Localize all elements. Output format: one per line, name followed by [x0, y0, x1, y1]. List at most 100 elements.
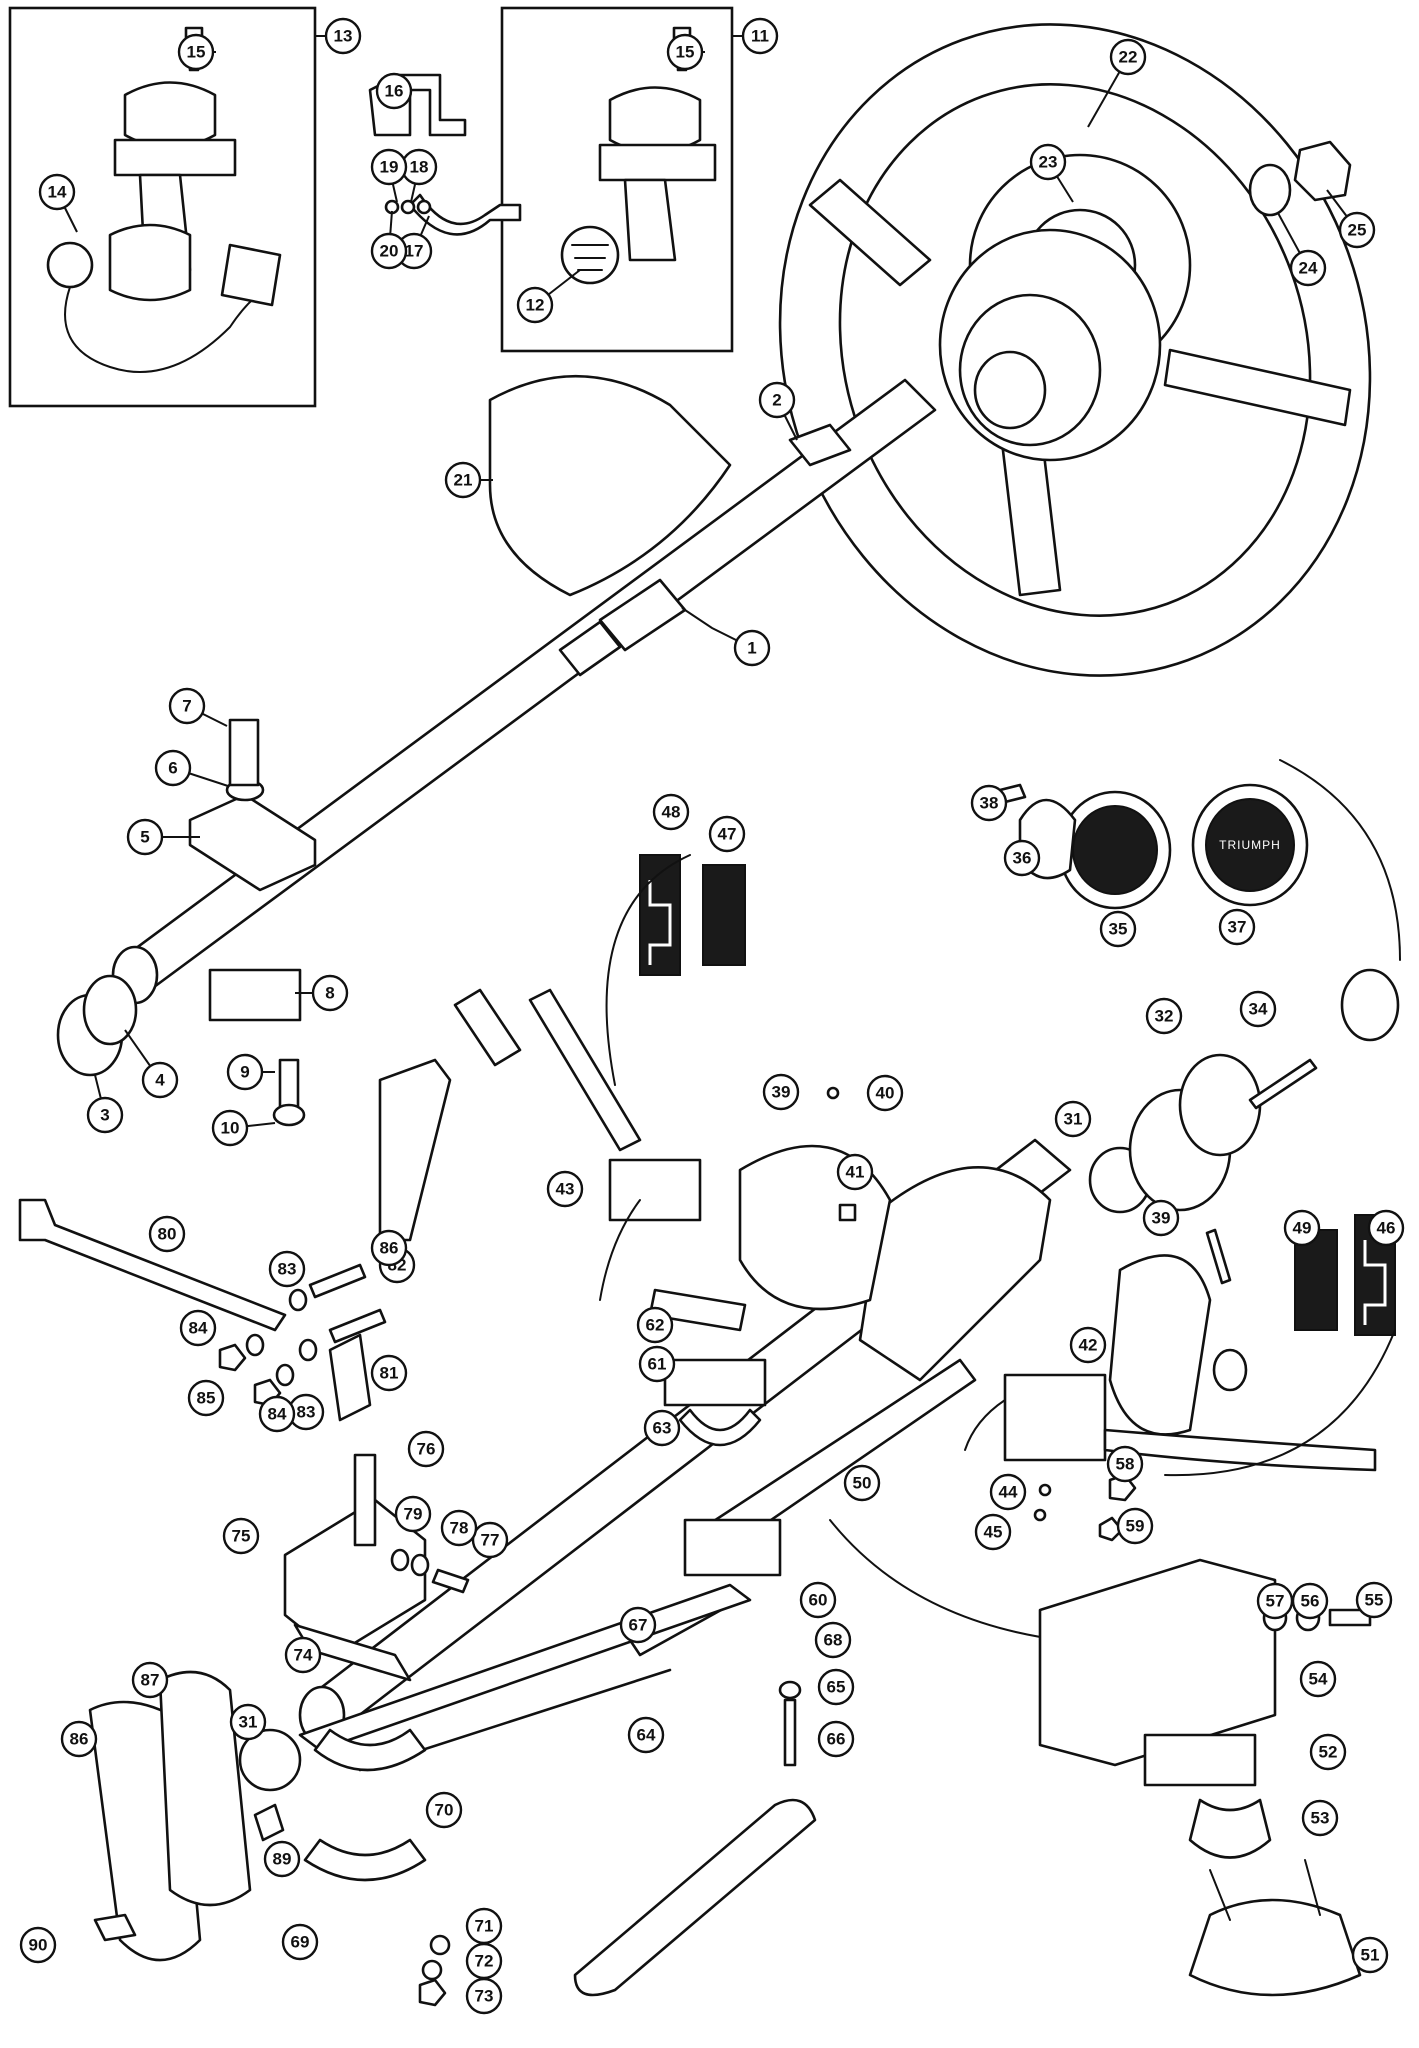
callout-number: 83 — [278, 1260, 297, 1279]
callout-62: 62 — [636, 1306, 674, 1344]
callout-circle — [1029, 143, 1067, 181]
callout-circle — [168, 687, 206, 725]
u-bolt-51 — [1188, 1898, 1362, 1997]
callout-number: 39 — [1152, 1209, 1171, 1228]
callout-73: 73 — [465, 1977, 503, 2015]
callout-circle — [1142, 1199, 1180, 1237]
callout-number: 62 — [646, 1316, 665, 1335]
callout-circle — [471, 1521, 509, 1559]
callout-number: 64 — [637, 1726, 656, 1745]
callout-68: 68 — [814, 1621, 852, 1659]
bracket-69 — [303, 1838, 427, 1882]
callout-59: 59 — [1116, 1507, 1154, 1545]
callout-86: 86 — [370, 1229, 408, 1267]
callout-number: 39 — [772, 1083, 791, 1102]
shroud-half-39-lower — [1108, 1254, 1212, 1436]
callout-number: 52 — [1319, 1743, 1338, 1762]
callout-circle — [1069, 1326, 1107, 1364]
bolt-55 — [1328, 1608, 1372, 1627]
callout-number: 41 — [846, 1163, 865, 1182]
horn-pin — [1205, 1228, 1232, 1285]
callout-15: 15 — [177, 33, 215, 71]
callout-5: 5 — [126, 818, 164, 856]
callout-67: 67 — [619, 1606, 657, 1644]
indicator-wires — [599, 1199, 641, 1301]
clamp-strap-17 — [408, 193, 522, 236]
stud-7 — [228, 718, 260, 787]
callout-46: 46 — [1367, 1209, 1405, 1247]
callout-circle — [211, 1109, 249, 1147]
washer-78 — [410, 1553, 430, 1577]
callout-circle — [1256, 1582, 1294, 1620]
callout-number: 67 — [629, 1616, 648, 1635]
lower-clamp-8 — [208, 968, 302, 1022]
callout-circle — [407, 1430, 445, 1468]
callout-number: 7 — [182, 697, 191, 716]
callout-circle — [258, 1395, 296, 1433]
callout-circle — [177, 33, 215, 71]
callout-number: 22 — [1119, 48, 1138, 67]
callout-number: 85 — [197, 1389, 216, 1408]
callout-57: 57 — [1256, 1582, 1294, 1620]
callout-circle — [1283, 1209, 1321, 1247]
bolt-76 — [353, 1453, 377, 1547]
callout-2: 2 — [758, 381, 796, 419]
callout-number: 63 — [653, 1419, 672, 1438]
callout-76: 76 — [407, 1430, 445, 1468]
plate-62 — [648, 1288, 747, 1332]
u-bolt-threads — [1209, 1859, 1321, 1921]
callout-circle — [465, 1977, 503, 2015]
washer-84b — [275, 1363, 295, 1387]
callout-number: 84 — [189, 1319, 208, 1338]
callout-36: 36 — [1003, 839, 1041, 877]
callout-63: 63 — [643, 1409, 681, 1447]
callout-number: 16 — [385, 82, 404, 101]
callout-65: 65 — [817, 1668, 855, 1706]
callout-number: 55 — [1365, 1591, 1384, 1610]
callout-number: 56 — [1301, 1592, 1320, 1611]
clip-63 — [678, 1408, 762, 1447]
callout-89: 89 — [263, 1840, 301, 1878]
callout-number: 45 — [984, 1523, 1003, 1542]
decal-48 — [639, 854, 681, 976]
indicator-lever-tip — [453, 988, 522, 1067]
callout-number: 72 — [475, 1952, 494, 1971]
callout-number: 70 — [435, 1801, 454, 1820]
callout-circle — [154, 749, 192, 787]
callout-circle — [1109, 38, 1147, 76]
callout-number: 86 — [380, 1239, 399, 1258]
callout-number: 20 — [380, 242, 399, 261]
callout-circle — [1116, 1507, 1154, 1545]
callout-number: 80 — [158, 1225, 177, 1244]
screw-40 — [826, 1086, 840, 1100]
callout-39: 39 — [1142, 1199, 1180, 1237]
callout-80: 80 — [148, 1215, 186, 1253]
washer-65 — [778, 1680, 802, 1700]
callout-circle — [1355, 1581, 1393, 1619]
callout-circle — [758, 381, 796, 419]
callout-circle — [666, 33, 704, 71]
callout-circle — [179, 1309, 217, 1347]
callout-circle — [1145, 997, 1183, 1035]
bolt-9 — [278, 1058, 300, 1112]
callout-77: 77 — [471, 1521, 509, 1559]
callout-circle — [370, 1229, 408, 1267]
callout-circle — [86, 1096, 124, 1134]
callout-circle — [970, 784, 1008, 822]
washer-72 — [421, 1959, 443, 1981]
callout-10: 10 — [211, 1109, 249, 1147]
callout-number: 65 — [827, 1678, 846, 1697]
callout-circle — [281, 1923, 319, 1961]
callout-number: 77 — [481, 1531, 500, 1550]
callout-54: 54 — [1299, 1660, 1337, 1698]
callout-circle — [268, 1250, 306, 1288]
callout-circle — [1218, 908, 1256, 946]
callout-number: 19 — [380, 158, 399, 177]
arc-decal-46 — [1164, 1329, 1396, 1477]
callout-number: 58 — [1116, 1455, 1135, 1474]
callout-number: 78 — [450, 1519, 469, 1538]
callout-circle — [425, 1791, 463, 1829]
callout-number: 13 — [334, 27, 353, 46]
wheel-boss — [938, 228, 1162, 462]
